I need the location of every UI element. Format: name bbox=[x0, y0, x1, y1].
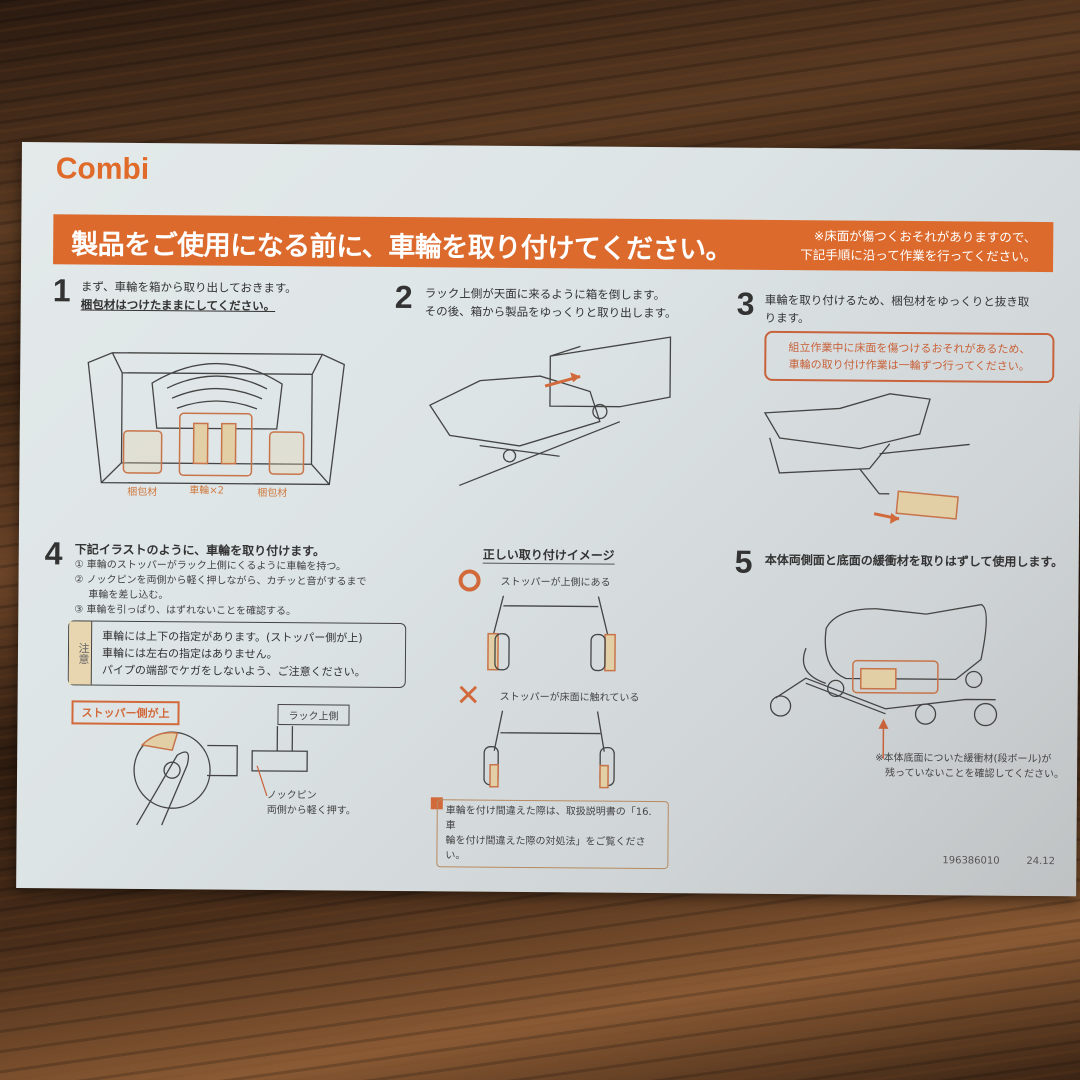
correct-image-title: 正しい取り付けイメージ bbox=[482, 545, 615, 565]
tag-rack-upper: ラック上側 bbox=[277, 704, 350, 726]
instruction-sheet: Combi 製品をご使用になる前に、車輪を取り付けてください。 ※床面が傷つくお… bbox=[16, 142, 1080, 897]
step1-line1: まず、車輪を箱から取り出しておきます。 bbox=[80, 279, 297, 296]
ng-text: ストッパーが床面に触れている bbox=[499, 691, 640, 704]
stroller-base-illustration bbox=[769, 603, 998, 759]
step5-note-line2: 残っていないことを確認してください。 bbox=[885, 767, 1065, 781]
note-line: ※床面が傷つくおそれがありますので、 bbox=[813, 228, 1037, 245]
step3-text: 車輪を取り付けるため、梱包材をゆっくりと抜き取 ります。 bbox=[765, 291, 1030, 329]
step3-number: 3 bbox=[736, 285, 755, 322]
caution-box: 注意 車輪には上下の指定があります。(ストッパー側が上) 車輪には左右の指定はあ… bbox=[67, 620, 407, 689]
combi-logo: Combi bbox=[55, 152, 150, 186]
knock-pin-line2: 両側から軽く押す。 bbox=[266, 804, 356, 817]
step4-text: 下記イラストのように、車輪を取り付けます。 ① 車輪のストッパーがラック上側にく… bbox=[74, 540, 367, 619]
step3-line2: ります。 bbox=[764, 310, 810, 326]
correct-circle-icon bbox=[458, 569, 481, 592]
label-packing-right: 梱包材 bbox=[257, 487, 288, 500]
remove-packing-illustration bbox=[763, 393, 970, 524]
ok-text: ストッパーが上側にある bbox=[500, 576, 611, 589]
box-illustration bbox=[87, 352, 345, 486]
label-packing-left: 梱包材 bbox=[127, 486, 158, 499]
step5-note: ※本体底面についた緩衝材(段ボール)が 残っていないことを確認してください。 bbox=[875, 751, 1064, 782]
step3-line1: 車輪を取り付けるため、梱包材をゆっくりと抜き取 bbox=[764, 292, 1030, 309]
step2-number: 2 bbox=[394, 278, 413, 316]
step5-number: 5 bbox=[734, 543, 753, 580]
banner-note: ※床面が傷つくおそれがありますので、 下記手順に沿って作業を行ってください。 bbox=[791, 226, 1036, 266]
step4-number: 4 bbox=[44, 535, 63, 572]
print-date: 24.12 bbox=[1026, 855, 1056, 868]
header-banner: 製品をご使用になる前に、車輪を取り付けてください。 ※床面が傷つくおそれがありま… bbox=[53, 214, 1054, 273]
caution-line2: 車輪には左右の指定はありません。 bbox=[101, 646, 278, 662]
step1-text: まず、車輪を箱から取り出しておきます。 梱包材はつけたままにしてください。 bbox=[81, 277, 297, 315]
step1-number: 1 bbox=[52, 272, 71, 309]
step2-line2: その後、箱から製品をゆっくりと取り出します。 bbox=[424, 304, 677, 321]
tip-line2: 輪を付け間違えた際の対処法」をご覧ください。 bbox=[445, 835, 646, 862]
step2-line1: ラック上側が天面に来るように箱を倒します。 bbox=[424, 286, 666, 303]
wheel-insert-illustration bbox=[133, 726, 308, 826]
warning-line2: 車輪の取り付け作業は一輪ずつ行ってください。 bbox=[788, 358, 1030, 373]
note-line: 下記手順に沿って作業を行ってください。 bbox=[800, 247, 1037, 264]
incorrect-cross-icon: ✕ bbox=[455, 678, 481, 714]
caution-label: 注意 bbox=[68, 621, 93, 685]
warning-line1: 組立作業中に床面を傷つけるおそれがあるため、 bbox=[788, 341, 1031, 356]
unboxing-illustration bbox=[428, 336, 672, 487]
caution-line3: パイプの端部でケガをしないよう、ご注意ください。 bbox=[101, 663, 366, 679]
knock-pin-line1: ノックピン bbox=[266, 789, 317, 802]
step3-warning: 組立作業中に床面を傷つけるおそれがあるため、 車輪の取り付け作業は一輪ずつ行って… bbox=[764, 330, 1055, 384]
knock-pin-label: ノックピン 両側から軽く押す。 bbox=[267, 788, 356, 819]
step4-sub3: ③ 車輪を引っぱり、はずれないことを確認する。 bbox=[74, 604, 297, 618]
correct-wheels-illustration bbox=[487, 595, 616, 672]
step1-line2: 梱包材はつけたままにしてください。 bbox=[80, 297, 276, 313]
tip-box: 車輪を付け間違えた際は、取扱説明書の「16.車 輪を付け間違えた際の対処法」をご… bbox=[436, 799, 669, 870]
step2-text: ラック上側が天面に来るように箱を倒します。 その後、箱から製品をゆっくりと取り出… bbox=[425, 284, 677, 322]
step5-note-line1: ※本体底面についた緩衝材(段ボール)が bbox=[875, 752, 1052, 766]
banner-title: 製品をご使用になる前に、車輪を取り付けてください。 bbox=[71, 229, 733, 266]
incorrect-wheels-illustration bbox=[483, 710, 615, 789]
product-code: 196386010 bbox=[942, 855, 1000, 867]
step5-title: 本体両側面と底面の緩衝材を取りはずして使用します。 bbox=[764, 552, 1064, 570]
caution-line1: 車輪には上下の指定があります。(ストッパー側が上) bbox=[102, 629, 363, 645]
tip-line1: 車輪を付け間違えた際は、取扱説明書の「16.車 bbox=[445, 805, 652, 832]
label-wheels: 車輪×2 bbox=[189, 485, 225, 497]
tag-stopper-up: ストッパー側が上 bbox=[71, 700, 180, 726]
